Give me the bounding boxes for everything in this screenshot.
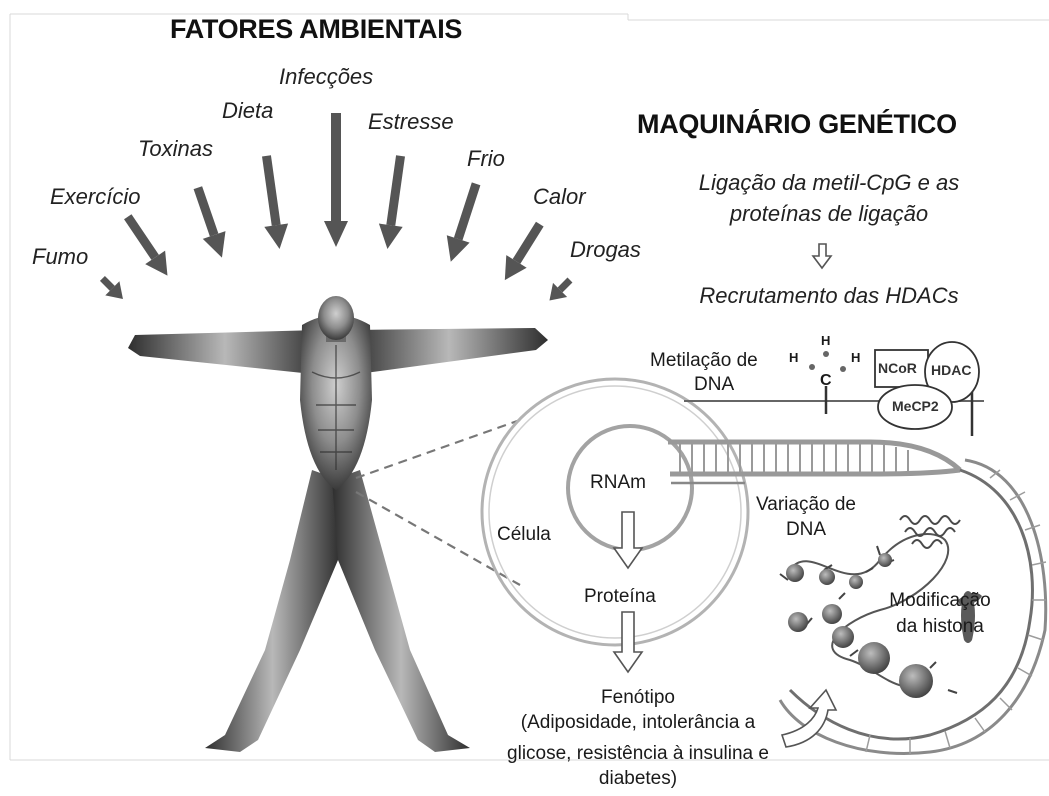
nucleosome	[819, 569, 835, 585]
arrow-estresse	[376, 154, 413, 250]
factor-drogas: Drogas	[570, 237, 641, 263]
label-phenotype-line4: diabetes)	[468, 768, 808, 790]
genetic-machinery-title: MAQUINÁRIO GENÉTICO	[637, 109, 957, 140]
environmental-factors-title: FATORES AMBIENTAIS	[170, 14, 462, 45]
label-ncor: NCoR	[878, 360, 917, 376]
nucleosome	[849, 575, 863, 589]
label-phenotype-line2: (Adiposidade, intolerância a	[468, 712, 808, 734]
arrow-calor	[495, 218, 550, 287]
atom-h-right: H	[851, 350, 860, 365]
nucleosome	[832, 626, 854, 648]
label-mecp2: MeCP2	[892, 398, 939, 414]
label-histone-modification-line2: da histona	[870, 616, 1010, 638]
factor-toxinas: Toxinas	[138, 136, 213, 162]
factor-dieta: Dieta	[222, 98, 273, 124]
arrow-drogas	[542, 273, 577, 308]
factor-fumo: Fumo	[32, 244, 88, 270]
label-dna-variation-line1: Variação de	[736, 494, 876, 516]
condensed-fiber	[900, 516, 960, 548]
label-protein: Proteína	[584, 586, 656, 608]
nucleosome	[822, 604, 842, 624]
atom-h-left: H	[789, 350, 798, 365]
arrow-infeccoes	[324, 113, 348, 247]
label-phenotype-line1: Fenótipo	[468, 687, 808, 709]
arrow-step1-to-step2	[813, 244, 831, 268]
step-hdac-recruitment: Recrutamento das HDACs	[664, 283, 994, 309]
factor-exercicio: Exercício	[50, 184, 140, 210]
dna-ladder	[668, 442, 960, 474]
arrow-toxinas	[187, 184, 234, 262]
factor-calor: Calor	[533, 184, 586, 210]
step-methyl-cpg-line1: Ligação da metil-CpG e as	[664, 170, 994, 196]
factor-frio: Frio	[467, 146, 505, 172]
arrow-exercicio	[118, 210, 178, 282]
arrow-frio	[439, 180, 487, 265]
atom-c: C	[820, 372, 832, 390]
label-histone-modification-line1: Modificação	[870, 590, 1010, 612]
arrow-fumo	[95, 271, 130, 306]
label-phenotype-line3: glicose, resistência à insulina e	[468, 743, 808, 765]
nucleosome	[899, 664, 933, 698]
nucleosome	[878, 553, 892, 567]
label-dna-variation-line2: DNA	[736, 519, 876, 541]
atom-h-top: H	[821, 333, 830, 348]
label-dna-methylation-line2: DNA	[694, 374, 734, 396]
nucleosome	[788, 612, 808, 632]
label-hdac: HDAC	[931, 362, 971, 378]
nucleosome	[786, 564, 804, 582]
arrow-dieta	[255, 154, 292, 250]
label-cell: Célula	[497, 524, 551, 546]
factor-estresse: Estresse	[368, 109, 454, 135]
label-dna-methylation-line1: Metilação de	[650, 350, 758, 372]
factor-infeccoes: Infecções	[279, 64, 373, 90]
human-figure	[128, 296, 548, 752]
nucleosome	[858, 642, 890, 674]
label-rnam: RNAm	[590, 472, 646, 494]
step-methyl-cpg-line2: proteínas de ligação	[664, 201, 994, 227]
